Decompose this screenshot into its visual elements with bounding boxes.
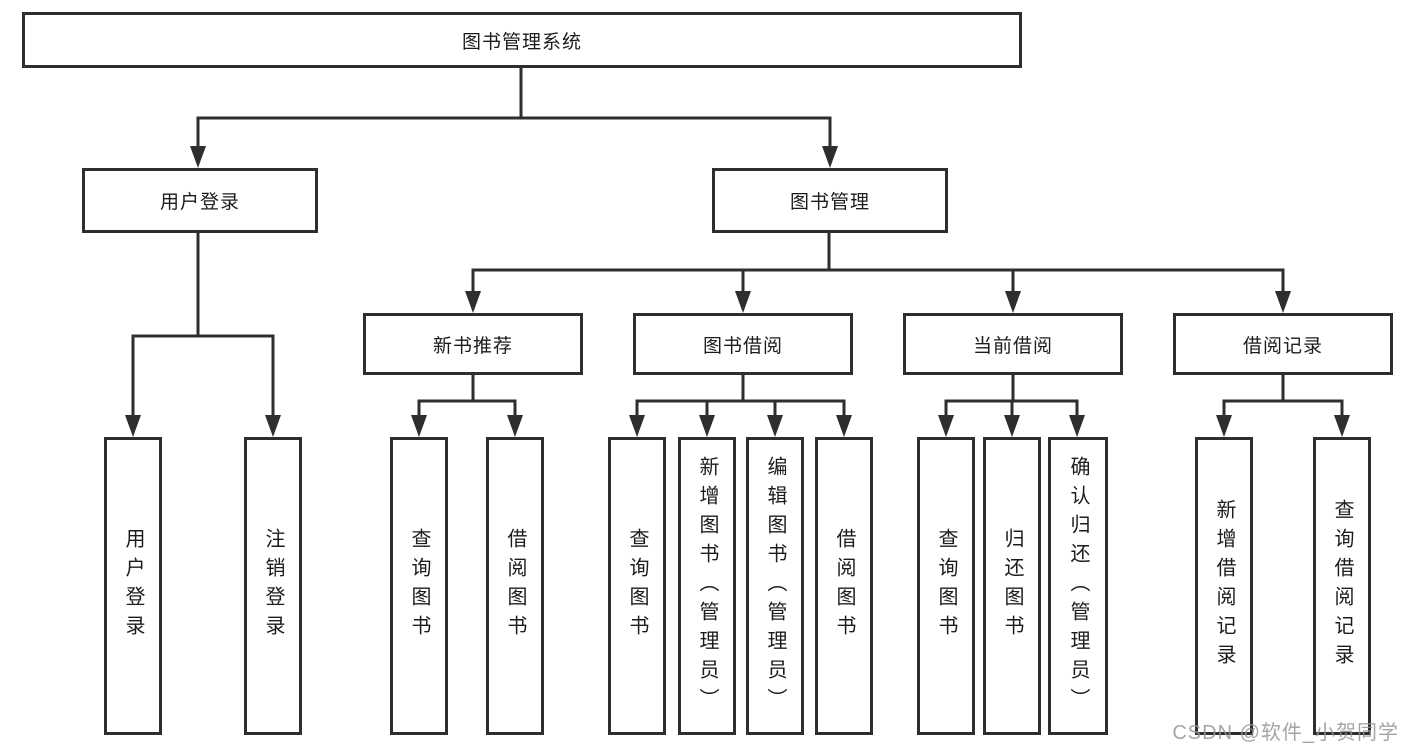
connector-borrowing-records bbox=[1216, 375, 1350, 437]
node-label: 查询图书 bbox=[408, 528, 430, 644]
node-label: 编辑图书（管理员） bbox=[764, 455, 786, 717]
arrowhead-icon bbox=[507, 415, 523, 437]
node-label: 用户登录 bbox=[159, 192, 240, 213]
node-label: 查询图书 bbox=[935, 528, 957, 644]
leaf-logout: 注销登录 bbox=[244, 437, 302, 735]
leaf-query-books-recommend: 查询图书 bbox=[390, 437, 448, 735]
node-label: 借阅图书 bbox=[833, 528, 855, 644]
arrowhead-icon bbox=[1275, 291, 1291, 313]
node-label: 确认归还（管理员） bbox=[1067, 455, 1089, 717]
node-label: 注销登录 bbox=[262, 528, 284, 644]
arrowhead-icon bbox=[822, 146, 838, 168]
node-label: 新增借阅记录 bbox=[1213, 499, 1235, 673]
node-label: 查询借阅记录 bbox=[1331, 499, 1353, 673]
csdn-watermark: CSDN @软件_小贺同学 bbox=[1172, 722, 1399, 744]
leaf-query-borrow-record: 查询借阅记录 bbox=[1313, 437, 1371, 735]
leaf-query-books-borrowing: 查询图书 bbox=[608, 437, 666, 735]
node-label: 归还图书 bbox=[1001, 528, 1023, 644]
node-book-management: 图书管理 bbox=[712, 168, 948, 233]
node-label: 图书管理 bbox=[789, 192, 870, 213]
arrowhead-icon bbox=[265, 415, 281, 437]
node-current-borrowing: 当前借阅 bbox=[903, 313, 1123, 375]
node-label: 图书管理系统 bbox=[461, 31, 582, 53]
arrowhead-icon bbox=[1334, 415, 1350, 437]
leaf-return-books: 归还图书 bbox=[983, 437, 1041, 735]
node-user-login: 用户登录 bbox=[82, 168, 318, 233]
arrowhead-icon bbox=[190, 146, 206, 168]
arrowhead-icon bbox=[465, 291, 481, 313]
node-label: 当前借阅 bbox=[972, 335, 1053, 357]
leaf-borrow-books: 借阅图书 bbox=[815, 437, 873, 735]
connector-root bbox=[190, 68, 838, 168]
leaf-user-login: 用户登录 bbox=[104, 437, 162, 735]
node-borrowing-records: 借阅记录 bbox=[1173, 313, 1393, 375]
node-label: 查询图书 bbox=[626, 528, 648, 644]
leaf-add-borrow-record: 新增借阅记录 bbox=[1195, 437, 1253, 735]
node-library-system: 图书管理系统 bbox=[22, 12, 1022, 68]
node-label: 用户登录 bbox=[122, 528, 144, 644]
leaf-borrow-books-recommend: 借阅图书 bbox=[486, 437, 544, 735]
leaf-add-books-admin: 新增图书（管理员） bbox=[678, 437, 736, 735]
arrowhead-icon bbox=[938, 415, 954, 437]
node-label: 新增图书（管理员） bbox=[696, 455, 718, 717]
connector-book-borrowing bbox=[629, 375, 852, 437]
connector-new-book-recommend bbox=[411, 375, 523, 437]
node-label: 新书推荐 bbox=[432, 335, 513, 357]
node-label: 借阅记录 bbox=[1242, 335, 1323, 357]
node-label: 图书借阅 bbox=[702, 335, 783, 357]
connector-book-management bbox=[465, 233, 1291, 313]
arrowhead-icon bbox=[629, 415, 645, 437]
leaf-edit-books-admin: 编辑图书（管理员） bbox=[746, 437, 804, 735]
arrowhead-icon bbox=[1005, 291, 1021, 313]
node-book-borrowing: 图书借阅 bbox=[633, 313, 853, 375]
node-label: 借阅图书 bbox=[504, 528, 526, 644]
arrowhead-icon bbox=[735, 291, 751, 313]
node-new-book-recommend: 新书推荐 bbox=[363, 313, 583, 375]
arrowhead-icon bbox=[411, 415, 427, 437]
connector-current-borrowing bbox=[938, 375, 1085, 437]
leaf-confirm-return-admin: 确认归还（管理员） bbox=[1048, 437, 1108, 735]
arrowhead-icon bbox=[1004, 415, 1020, 437]
arrowhead-icon bbox=[699, 415, 715, 437]
arrowhead-icon bbox=[1069, 415, 1085, 437]
connector-user-login bbox=[125, 233, 281, 437]
arrowhead-icon bbox=[125, 415, 141, 437]
arrowhead-icon bbox=[767, 415, 783, 437]
arrowhead-icon bbox=[1216, 415, 1232, 437]
arrowhead-icon bbox=[836, 415, 852, 437]
leaf-query-books-current: 查询图书 bbox=[917, 437, 975, 735]
